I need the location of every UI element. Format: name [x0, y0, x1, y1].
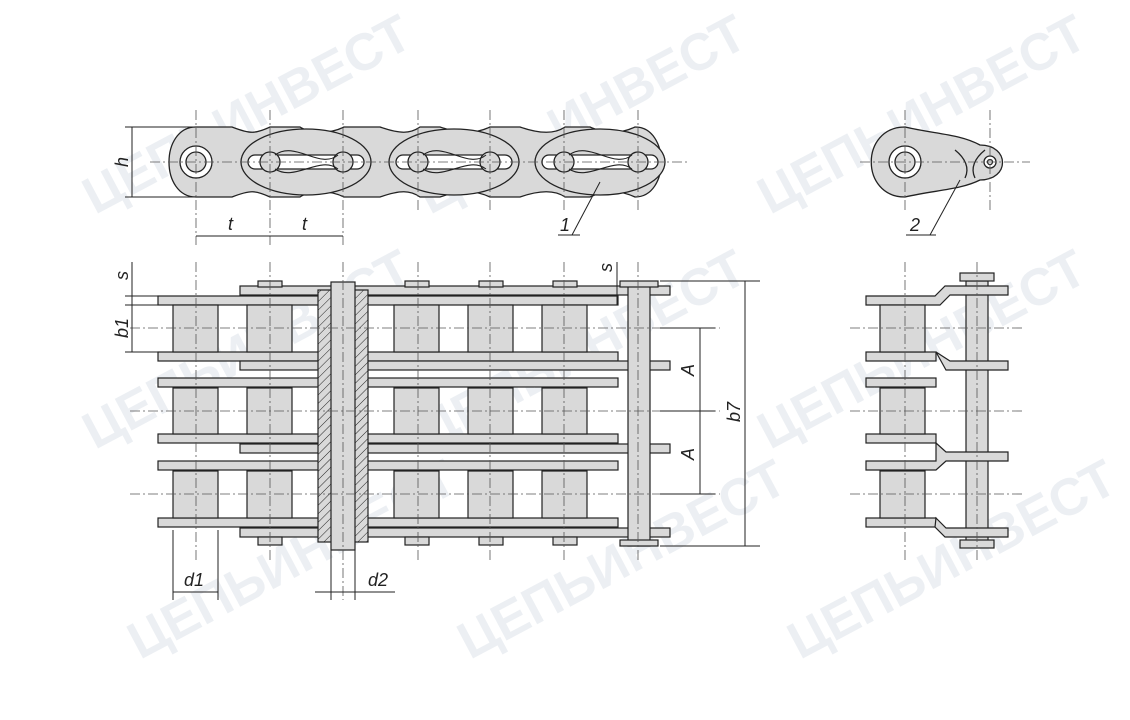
centerlines-plan	[130, 262, 720, 600]
callout-2: 2	[909, 215, 920, 235]
callout-2-leader	[906, 179, 961, 236]
centerlines-top	[150, 110, 690, 245]
label-b1: b1	[112, 318, 132, 338]
label-A-top: A	[678, 364, 698, 377]
dimension-lines-plan	[125, 262, 760, 600]
callout-1: 1	[560, 215, 570, 235]
watermark-text: ЦЕПЬИНВЕСТ	[778, 449, 1126, 671]
label-t: t	[228, 214, 234, 234]
label-b7: b7	[724, 401, 744, 422]
label-t: t	[302, 214, 308, 234]
callout-1-leader	[558, 181, 601, 236]
label-s-mid: s	[596, 263, 616, 272]
label-A-bottom: A	[678, 448, 698, 461]
centerlines-connecting-link	[850, 262, 1025, 560]
label-s-left: s	[112, 271, 132, 280]
plan-view-chain	[157, 280, 671, 551]
dimension-h	[125, 126, 196, 198]
centerlines-plate	[860, 110, 1030, 210]
label-d1: d1	[184, 570, 204, 590]
label-d2: d2	[368, 570, 388, 590]
label-h: h	[112, 157, 132, 167]
